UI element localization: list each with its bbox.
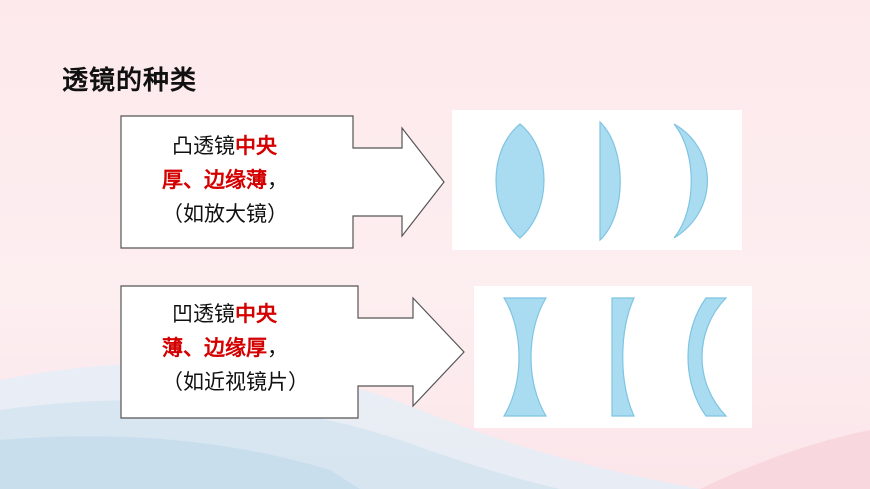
convex-callout: 凸透镜中央 厚、边缘薄， （如放大镜） xyxy=(120,115,445,250)
convex-arrow-shape xyxy=(120,115,445,249)
concave-line-1: 凹透镜中央 xyxy=(172,301,277,326)
convex-line-1: 凸透镜中央 xyxy=(172,133,277,158)
convex-line-2: 厚、边缘薄， xyxy=(162,167,288,192)
plano-convex-lens-icon xyxy=(599,120,621,242)
concave-line-2: 薄、边缘厚， xyxy=(162,335,288,360)
convex-line-3: （如放大镜） xyxy=(162,202,288,226)
biconcave-lens-icon xyxy=(502,297,548,417)
concave-callout: 凹透镜中央 薄、边缘厚， （如近视镜片） xyxy=(120,285,465,420)
concave-description: 凹透镜中央 薄、边缘厚， （如近视镜片） xyxy=(162,297,309,399)
concave-arrow-shape xyxy=(120,285,465,419)
plano-concave-lens-icon xyxy=(611,297,635,417)
meniscus-concave-lens-icon xyxy=(687,297,728,417)
convex-description: 凸透镜中央 厚、边缘薄， （如放大镜） xyxy=(162,129,288,231)
convex-lens-panel xyxy=(452,110,742,250)
meniscus-convex-lens-icon xyxy=(673,123,708,239)
concave-lens-panel xyxy=(474,286,752,428)
slide-title: 透镜的种类 xyxy=(62,66,198,96)
biconvex-lens-icon xyxy=(495,123,545,239)
concave-line-3: （如近视镜片） xyxy=(162,370,309,394)
